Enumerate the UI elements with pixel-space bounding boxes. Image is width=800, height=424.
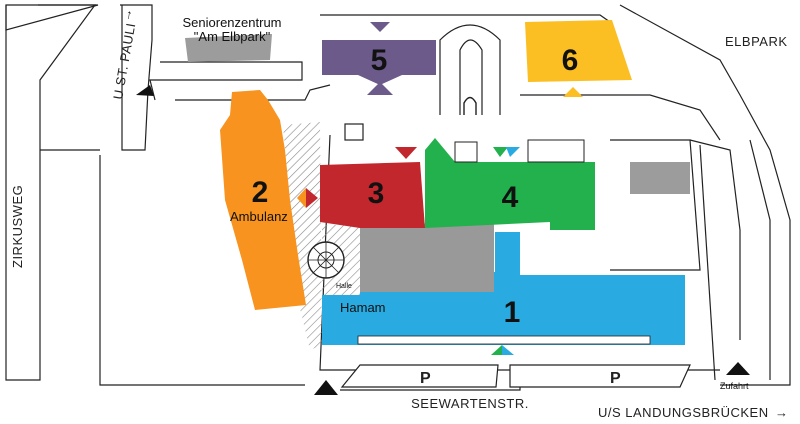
building-number-4: 4	[502, 181, 519, 214]
chapel-icon	[463, 96, 477, 115]
entrance-markers	[136, 22, 750, 395]
building-2	[220, 90, 306, 310]
arrow-landungsbruecken: →	[775, 405, 789, 420]
building-number-2: 2	[252, 176, 269, 209]
building-4-annex-left	[454, 141, 478, 163]
building-4-annex-right	[527, 139, 585, 163]
street-outlines	[5, 4, 791, 391]
small-square	[344, 123, 364, 141]
seniorenzentrum-label-line2: "Am Elbpark"	[194, 29, 271, 44]
building-6	[525, 20, 632, 82]
seniorenzentrum-building	[185, 34, 272, 62]
building-number-1: 1	[504, 296, 521, 329]
building-4	[425, 138, 595, 230]
building-5	[322, 40, 436, 85]
building-1-label: Hamam	[340, 300, 386, 315]
building-number-6: 6	[562, 44, 579, 77]
building-1	[322, 232, 685, 345]
zufahrt-label: Zufahrt	[720, 381, 749, 391]
halle-roundel	[307, 241, 345, 279]
street-label-landungsbruecken: U/S LANDUNGSBRÜCKEN	[598, 405, 769, 420]
hatched-path	[283, 122, 322, 350]
building-1-bottom-strip	[357, 335, 651, 345]
building-number-5: 5	[371, 44, 388, 77]
arrow-st-pauli: →	[118, 7, 135, 23]
street-label-elbpark: ELBPARK	[725, 34, 788, 49]
building-3	[320, 162, 425, 228]
parking-garage-block	[630, 162, 690, 194]
parking-lot-right	[509, 364, 691, 388]
seniorenzentrum-label-line1: Seniorenzentrum	[183, 15, 282, 30]
parking-lot-left	[340, 364, 499, 388]
parking-label-right: P	[610, 370, 621, 387]
parking-label-left: P	[420, 370, 431, 387]
street-label-seewartenstr: SEEWARTENSTR.	[411, 396, 529, 411]
halle-label: Halle	[336, 283, 352, 290]
building-2-label: Ambulanz	[230, 209, 288, 224]
building-number-3: 3	[368, 177, 385, 210]
grey-building	[360, 222, 494, 292]
street-label-st-pauli: U ST. PAULI	[110, 22, 138, 101]
street-label-zirkusweg: ZIRKUSWEG	[10, 185, 25, 268]
